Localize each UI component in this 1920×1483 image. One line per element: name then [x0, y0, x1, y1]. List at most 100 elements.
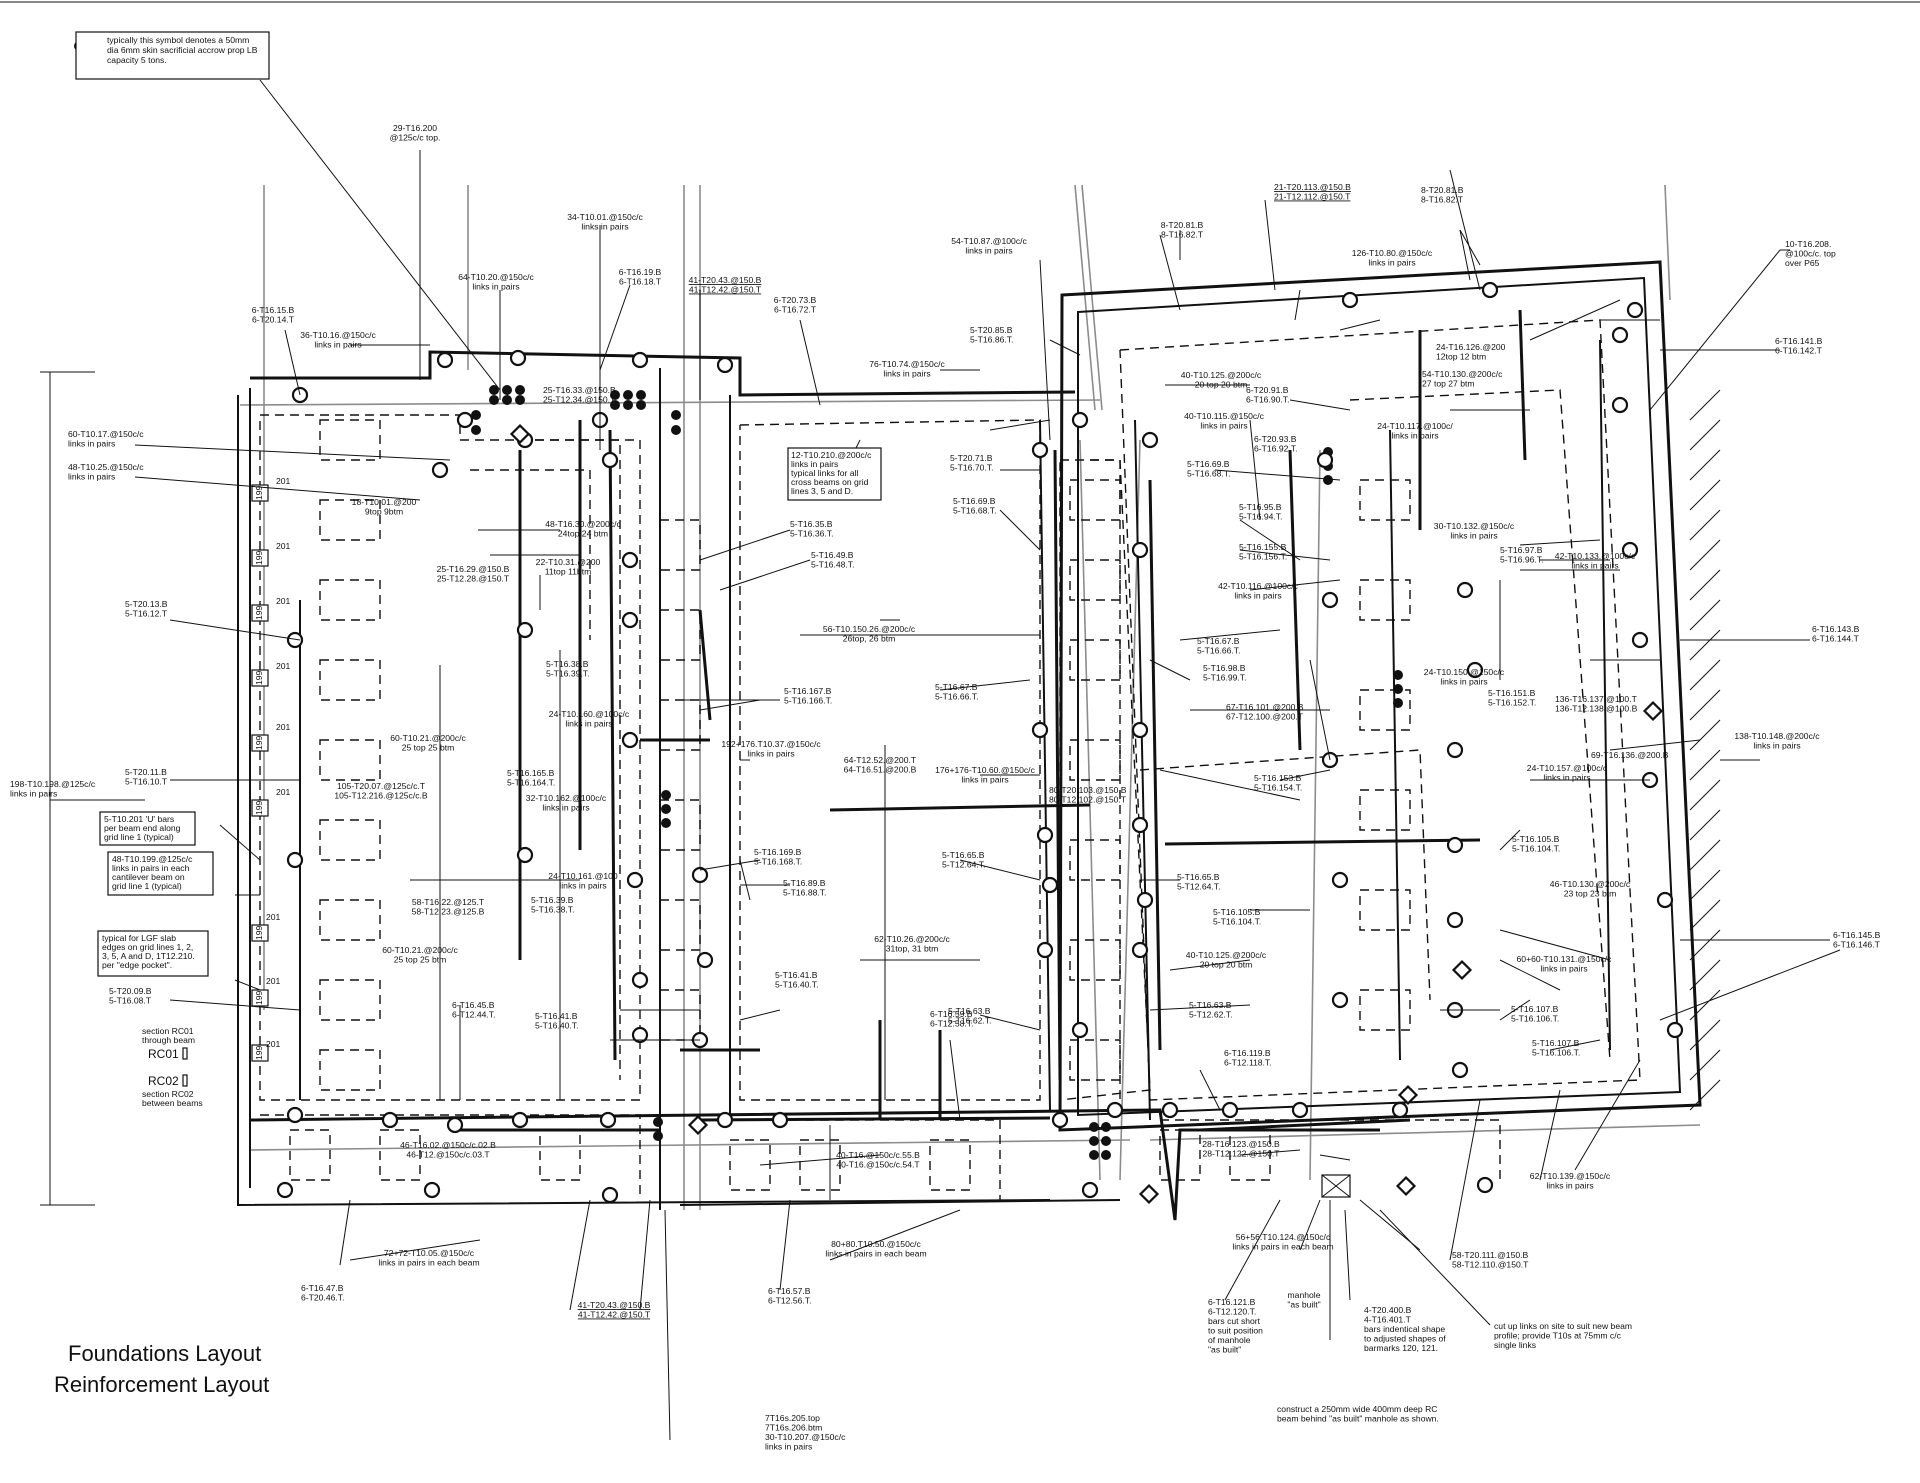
- rebar-label-line: links in pairs: [68, 472, 115, 482]
- rebar-label-line: 67-T16.101.@200.B: [1226, 702, 1304, 712]
- post-symbols: [276, 281, 1684, 1205]
- rebar-label-line: 24-T10.161.@100: [548, 871, 618, 881]
- rebar-label-line: 25 top 25 btm: [394, 955, 447, 965]
- rebar-label-line: 5-T16.106.T.: [1511, 1014, 1559, 1024]
- rebar-label-line: 6-T12.120.T.: [1208, 1307, 1256, 1317]
- rebar-label-line: 5-T16.65.B: [1177, 872, 1220, 882]
- rebar-label-line: 23 top 23 btm: [1564, 889, 1617, 899]
- rebar-label-line: 5-T16.12.T: [125, 609, 168, 619]
- rebar-label-line: 5-T16.68.T.: [953, 506, 996, 516]
- rebar-label-line: 54-T10.130.@200c/c: [1422, 369, 1503, 379]
- rebar-label-line: 6-T16.18.T: [619, 277, 662, 287]
- rebar-label-line: 56+56.T10.124.@150c/c: [1236, 1232, 1331, 1242]
- rebar-label-line: 6-T16.47.B: [301, 1283, 344, 1293]
- rebar-label-line: links in pairs: [565, 719, 612, 729]
- rebar-label-line: to suit position: [1208, 1326, 1263, 1336]
- rebar-label-line: 40-T10.125.@200c/c: [1186, 950, 1267, 960]
- rc02-note-line: between beams: [142, 1098, 203, 1108]
- slab-outlines: [237, 260, 1702, 1221]
- rc02-label: RC02: [148, 1074, 179, 1088]
- rebar-label-line: links in pairs: [10, 789, 57, 799]
- rebar-label-line: 58-T16.22.@125.T: [412, 897, 485, 907]
- rebar-label-line: 5-T16.97.B: [1500, 545, 1543, 555]
- rebar-label-line: links in pairs: [314, 340, 361, 350]
- rebar-label-line: 67-T12.100.@200.T: [1226, 712, 1304, 722]
- grid-mark-199: 199: [254, 670, 264, 685]
- rebar-label-line: 76-T10.74.@150c/c: [869, 359, 945, 369]
- pad-footings: [289, 419, 1411, 1191]
- rebar-label-line: 6-T16.15.B: [252, 305, 295, 315]
- rebar-label-line: 48-T16.30.@200c/c: [545, 519, 621, 529]
- rebar-label-line: 5-T16.68.T.: [1187, 469, 1230, 479]
- rebar-label-line: 5-T16.67.B: [935, 682, 978, 692]
- rebar-label-line: 29-T16.200: [393, 123, 437, 133]
- rebar-label-line: 32-T10.162.@100c/c: [526, 793, 607, 803]
- rebar-label-line: 5-T16.94.T.: [1239, 512, 1282, 522]
- rc01-label: RC01: [148, 1047, 179, 1061]
- rebar-label-line: 6-T12.56.T.: [768, 1296, 811, 1306]
- rebar-label-line: 5-T16.48.T.: [811, 560, 854, 570]
- legend-note: typically this symbol denotes a 50mm dia…: [107, 35, 258, 65]
- rebar-label-line: 60+60-T10.131.@150c/c: [1517, 954, 1613, 964]
- rebar-label-line: 24-T10.160.@100c/c: [549, 709, 630, 719]
- rebar-label-line: links in pairs: [542, 803, 589, 813]
- rebar-label-line: 5-T16.152.T.: [1488, 698, 1536, 708]
- title-block: Foundations Layout Reinforcement Layout: [54, 1341, 269, 1397]
- rebar-label-line: 5-T16.38.B: [546, 659, 589, 669]
- rebar-label-line: 28-T16.123.@150.B: [1202, 1139, 1280, 1149]
- rebar-label: 24-T10.117.@100c/links in pairs: [1377, 421, 1453, 441]
- legend-note-line: typically this symbol denotes a 50mm: [107, 35, 249, 45]
- rebar-label-line: links in pairs: [68, 439, 115, 449]
- rebar-label-line: 56-T10.150.26.@200c/c: [823, 624, 916, 634]
- rebar-label-line: 46-T16.02.@150c/c.02.B: [400, 1140, 496, 1150]
- rebar-label-line: 30-T10.132.@150c/c: [1434, 521, 1515, 531]
- rebar-label-line: @125c/c top.: [390, 133, 441, 143]
- rebar-label-line: manhole: [1288, 1290, 1321, 1300]
- rebar-label-line: 6-T20.93.B: [1254, 434, 1297, 444]
- rebar-label-line: 41-T12.42.@150.T: [578, 1310, 651, 1320]
- rebar-label-line: 5-T16.95.B: [1239, 502, 1282, 512]
- rebar-label-line: 41-T12.42.@150.T: [689, 285, 762, 295]
- rebar-label-line: 40-T16.@150c/c.55.B: [836, 1150, 920, 1160]
- rebar-label-line: 34-T10.01.@150c/c: [567, 212, 643, 222]
- rebar-label-line: 5-T16.156.T.: [1239, 552, 1287, 562]
- cross-beams-note-line: typical links for all: [791, 468, 858, 478]
- lgf-slab-note-line: edges on grid lines 1, 2,: [102, 942, 193, 952]
- rebar-label-line: 5-T16.107.B: [1532, 1038, 1580, 1048]
- rebar-label-line: beam behind "as built" manhole as shown.: [1277, 1414, 1439, 1424]
- rebar-label-line: 6-T12.58.T.: [930, 1019, 973, 1029]
- rebar-label-line: single links: [1494, 1340, 1536, 1350]
- rebar-label-line: 58-T20.111.@150.B: [1452, 1250, 1529, 1260]
- rebar-label-line: 5-T12.64.T.: [1177, 882, 1220, 892]
- rebar-label-line: 4-T20.400.B: [1364, 1305, 1412, 1315]
- beam-bars: [299, 309, 1611, 1132]
- rebar-label-line: 5-T16.63.B: [1189, 1000, 1232, 1010]
- rebar-label-line: 6-T16.141.B: [1775, 336, 1823, 346]
- rebar-label-line: 176+176-T10.60.@150c/c: [935, 765, 1035, 775]
- rebar-label-line: 31top, 31 btm: [886, 944, 939, 954]
